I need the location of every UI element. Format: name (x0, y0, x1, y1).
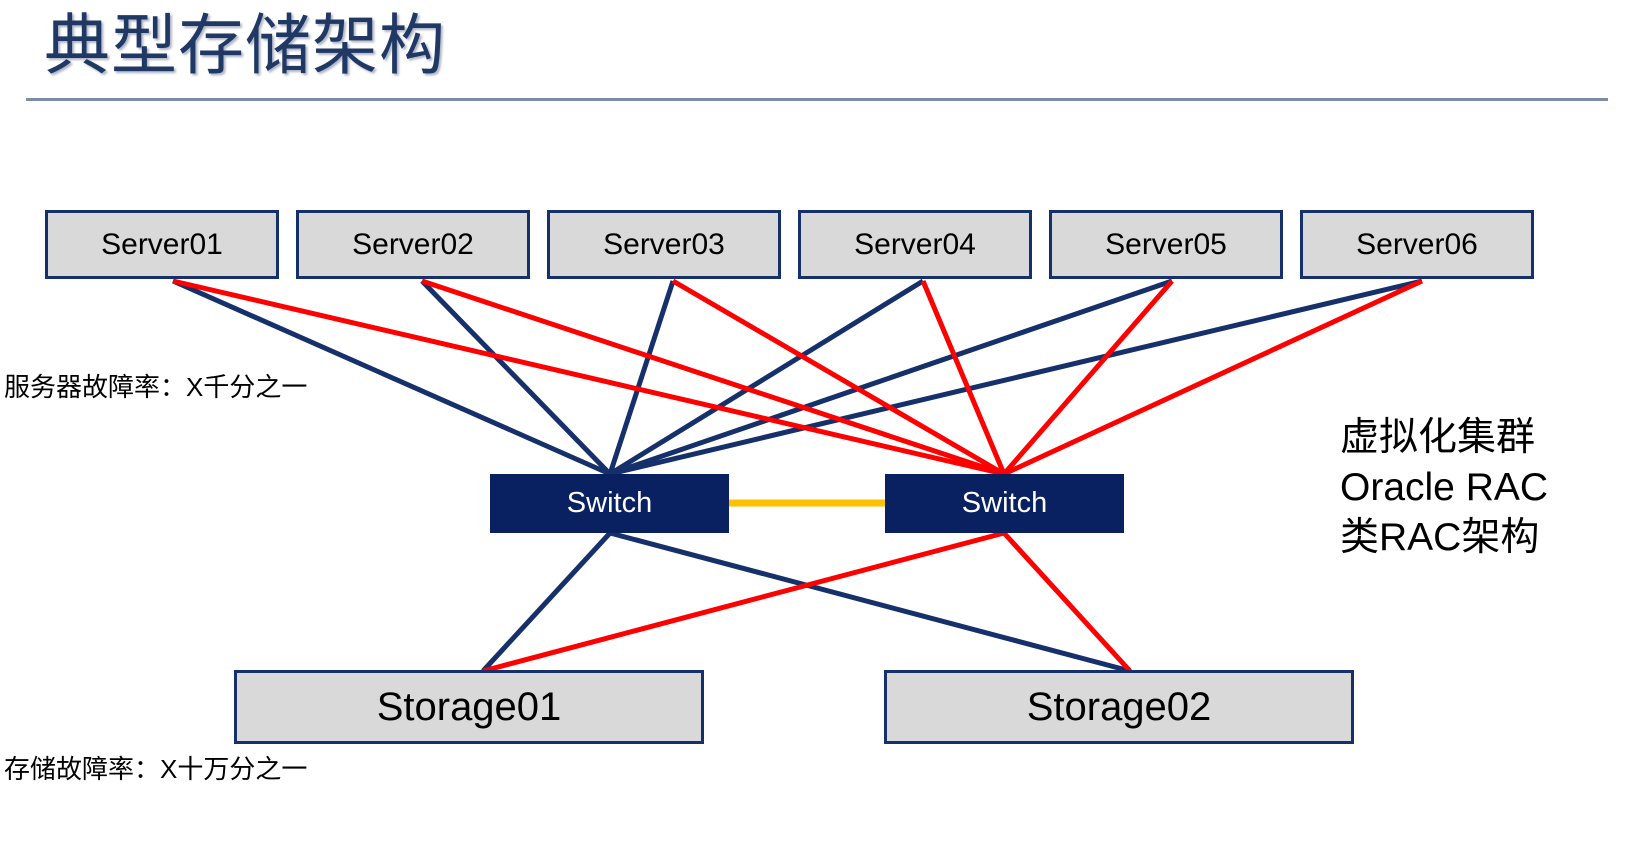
node-label: Storage01 (376, 684, 562, 729)
links-servers-to-switch-left (171, 278, 1423, 477)
node-label: Server04 (854, 227, 976, 261)
link-server04-switch-left (608, 278, 925, 477)
node-label: Server01 (101, 227, 223, 261)
link-server05-switch-left (609, 278, 1173, 477)
node-switch-right[interactable]: Switch (885, 474, 1124, 533)
link-server02-switch-left (420, 279, 612, 476)
node-switch-left[interactable]: Switch (490, 474, 729, 533)
link-server06-switch-left (609, 278, 1423, 477)
node-server05[interactable]: Server05 (1049, 210, 1283, 279)
link-server05-switch-right (1002, 279, 1174, 476)
links-switch-left-to-storage (481, 530, 1131, 674)
cluster-note-line-3: 类RAC架构 (1340, 516, 1540, 559)
node-storage01[interactable]: Storage01 (234, 670, 704, 744)
link-server03-switch-right (671, 278, 1006, 477)
page-title: 典型存储架构 (44, 8, 446, 82)
annotation-storage-failure-rate: 存储故障率：X十万分之一 (4, 754, 308, 784)
annotation-server-failure-rate: 服务器故障率：X千分之一 (4, 372, 308, 402)
link-server02-switch-right (421, 278, 1005, 477)
node-server06[interactable]: Server06 (1300, 210, 1534, 279)
node-label: Server05 (1105, 227, 1227, 261)
links-switch-right-to-storage (482, 530, 1132, 674)
cluster-note-line-1: 虚拟化集群 (1340, 416, 1536, 459)
node-server04[interactable]: Server04 (798, 210, 1032, 279)
link-server04-switch-right (920, 280, 1007, 475)
node-label: Storage02 (1026, 684, 1212, 729)
node-label: Server02 (352, 227, 474, 261)
node-server01[interactable]: Server01 (45, 210, 279, 279)
link-server01-switch-right (172, 278, 1005, 477)
node-label: Switch (566, 487, 653, 519)
node-server02[interactable]: Server02 (296, 210, 530, 279)
node-label: Switch (961, 487, 1048, 519)
title-divider (26, 98, 1608, 101)
link-switch-right-storage01 (482, 530, 1005, 674)
link-switch-right-storage02 (1002, 531, 1132, 673)
link-server03-switch-left (607, 280, 676, 475)
node-server03[interactable]: Server03 (547, 210, 781, 279)
annotation-cluster-types: 虚拟化集群 Oracle RAC 类RAC架构 (1340, 413, 1548, 563)
link-server06-switch-right (1002, 278, 1424, 477)
node-storage02[interactable]: Storage02 (884, 670, 1354, 744)
node-label: Server03 (603, 227, 725, 261)
links-servers-to-switch-right (172, 278, 1424, 477)
link-switch-left-storage01 (481, 531, 612, 673)
node-label: Server06 (1356, 227, 1478, 261)
link-server01-switch-left (171, 278, 612, 477)
cluster-note-line-2: Oracle RAC (1340, 466, 1549, 509)
link-switch-left-storage02 (609, 530, 1131, 674)
